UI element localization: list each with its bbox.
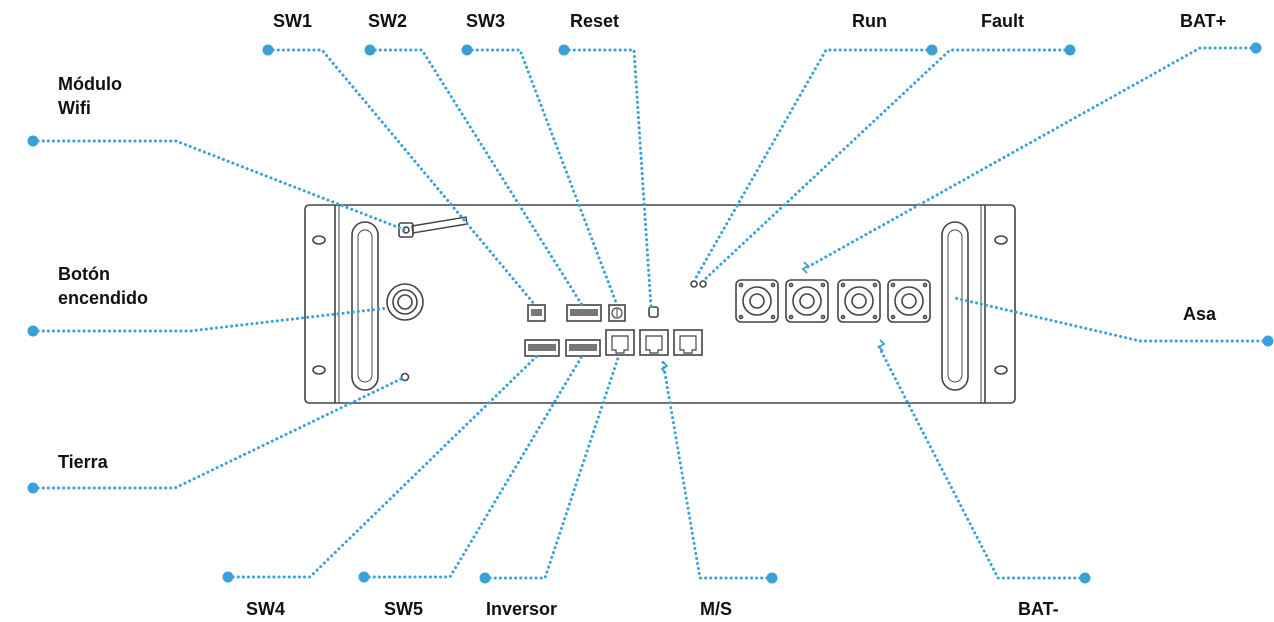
leader-wifi (31, 139, 407, 232)
leader-sw5 (362, 354, 584, 579)
leader-sw3 (465, 48, 619, 307)
dot-bat-plus (1250, 42, 1262, 54)
label-ms: M/S (700, 599, 733, 619)
leader-handle (953, 296, 1270, 343)
label-sw1: SW1 (273, 11, 313, 31)
label-handle: Asa (1183, 304, 1217, 324)
leader-ms (661, 360, 774, 580)
leader-sw2 (368, 48, 584, 307)
label-wifi-module: Módulo Wifi (58, 72, 122, 121)
label-power-line2: encendido (58, 288, 149, 309)
dot-sw2 (364, 44, 376, 56)
ground-point (400, 372, 410, 382)
left-ear-hole-top (312, 235, 326, 245)
dot-sw1 (262, 44, 274, 56)
rj45-port-inverter (605, 329, 635, 356)
run-led (690, 280, 698, 288)
dot-sw3 (461, 44, 473, 56)
dip-switch-sw5 (565, 339, 601, 357)
label-sw3: SW3 (466, 11, 506, 31)
label-reset: Reset (570, 11, 620, 31)
label-wifi-line1: Módulo (58, 74, 122, 94)
label-fault: Fault (981, 11, 1024, 31)
dot-fault (1064, 44, 1076, 56)
label-power-line1: Botón (58, 264, 110, 284)
label-sw2: SW2 (368, 11, 408, 31)
left-handle (351, 221, 379, 391)
bat-plus-marker-icon (801, 261, 810, 274)
label-bat-plus: BAT+ (1180, 11, 1227, 31)
bat-plus-terminal-2 (785, 279, 829, 323)
battery-module (304, 204, 1016, 404)
leader-bat-plus (804, 46, 1258, 270)
leader-inverter (483, 353, 621, 580)
label-wifi-line2: Wifi (58, 98, 91, 119)
left-ear-hole-bottom (312, 365, 326, 375)
reset-button (648, 306, 659, 318)
dot-reset (558, 44, 570, 56)
leader-sw1 (266, 48, 537, 307)
bat-minus-marker-icon (877, 339, 886, 352)
leader-power (31, 306, 390, 333)
leader-sw4 (226, 354, 539, 579)
label-run: Run (852, 11, 887, 31)
rj45-port-ms-2 (673, 329, 703, 356)
label-sw4: SW4 (246, 599, 286, 619)
dot-bat-minus (1079, 572, 1091, 584)
leader-run (692, 48, 934, 283)
label-sw5: SW5 (384, 599, 424, 619)
label-bat-minus: BAT- (1018, 599, 1059, 619)
dot-ms (766, 572, 778, 584)
fault-led (699, 280, 707, 288)
dip-switch-sw2 (566, 304, 602, 322)
bat-plus-terminal-1 (735, 279, 779, 323)
right-handle (941, 221, 969, 391)
power-button (386, 283, 424, 321)
dot-sw5 (358, 571, 370, 583)
right-ear-hole-top (994, 235, 1008, 245)
leader-dots (27, 42, 1274, 584)
dot-wifi (27, 135, 39, 147)
label-power-button: Botón encendido (58, 262, 148, 311)
right-ear-hole-bottom (994, 365, 1008, 375)
dot-ground (27, 482, 39, 494)
dot-power (27, 325, 39, 337)
label-inverter: Inversor (486, 599, 558, 619)
leader-reset (562, 48, 653, 309)
dot-run (926, 44, 938, 56)
rj45-port-ms-1 (639, 329, 669, 356)
leader-ground (31, 376, 405, 490)
dot-sw4 (222, 571, 234, 583)
module-body (304, 204, 1016, 404)
wifi-antenna (398, 216, 468, 238)
dip-switch-sw4 (524, 339, 560, 357)
dot-handle (1262, 335, 1274, 347)
dip-switch-sw1 (527, 304, 546, 322)
leader-bat-minus (876, 343, 1087, 580)
dot-inverter (479, 572, 491, 584)
label-ground: Tierra (58, 452, 108, 472)
leader-fault (701, 48, 1072, 283)
rotary-switch-sw3 (608, 304, 626, 322)
bat-minus-terminal-2 (887, 279, 931, 323)
bat-minus-terminal-1 (837, 279, 881, 323)
